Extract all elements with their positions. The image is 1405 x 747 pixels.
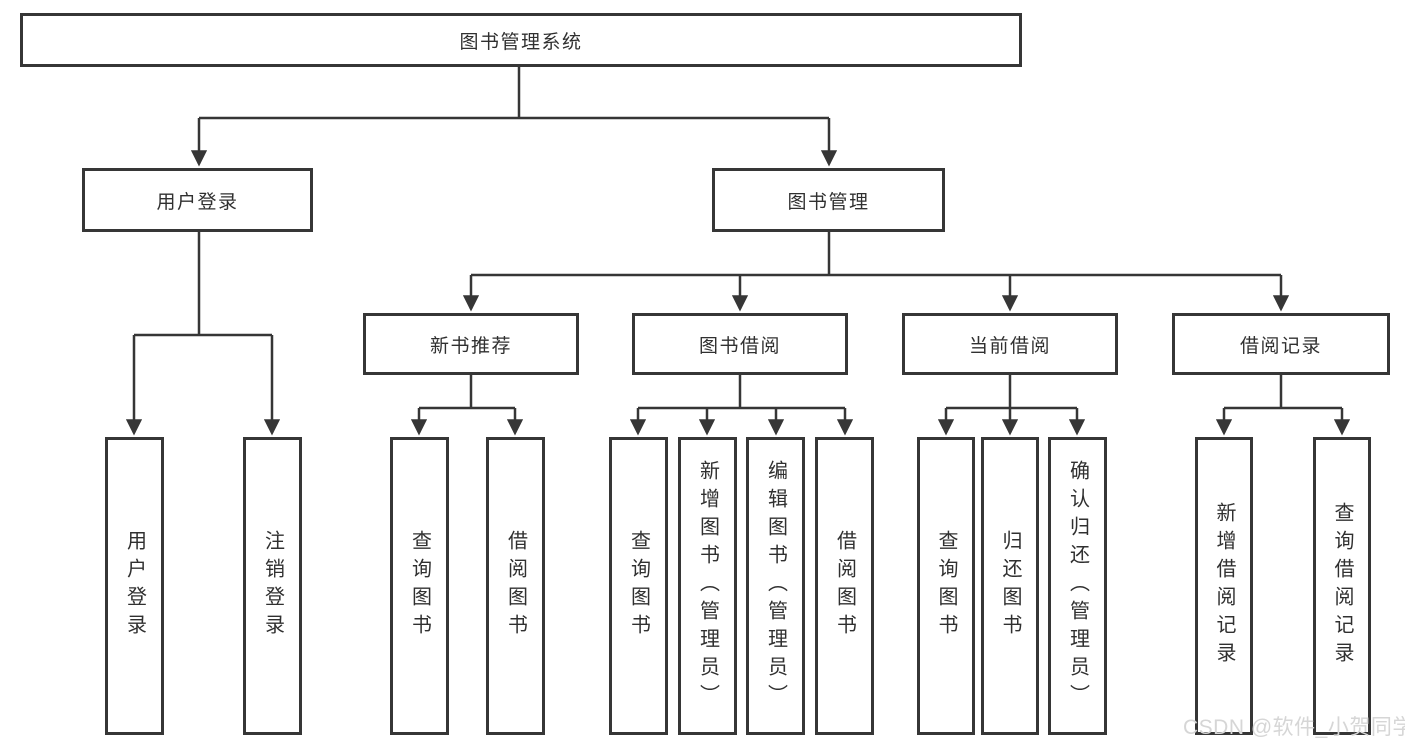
leaf-edit-books-admin: 编辑图书（管理员）	[746, 437, 805, 735]
node-book-borrowing: 图书借阅	[632, 313, 848, 375]
leaf-add-books-admin: 新增图书（管理员）	[678, 437, 737, 735]
node-user-login: 用户登录	[82, 168, 313, 232]
leaf-return-books: 归还图书	[981, 437, 1039, 735]
watermark: CSDN @软件_小贺同学	[1183, 716, 1405, 739]
leaf-query-borrow-record: 查询借阅记录	[1313, 437, 1371, 735]
node-book-management: 图书管理	[712, 168, 945, 232]
leaf-query-books-current: 查询图书	[917, 437, 975, 735]
leaf-add-borrow-record: 新增借阅记录	[1195, 437, 1253, 735]
leaf-query-books-borrow: 查询图书	[609, 437, 668, 735]
leaf-confirm-return-admin: 确认归还（管理员）	[1048, 437, 1107, 735]
leaf-logout: 注销登录	[243, 437, 302, 735]
node-current-borrowing: 当前借阅	[902, 313, 1118, 375]
node-borrowing-records: 借阅记录	[1172, 313, 1390, 375]
node-new-book-recommendation: 新书推荐	[363, 313, 579, 375]
leaf-user-login: 用户登录	[105, 437, 164, 735]
leaf-query-books-recommend: 查询图书	[390, 437, 449, 735]
leaf-borrow-books-borrow: 借阅图书	[815, 437, 874, 735]
node-root: 图书管理系统	[20, 13, 1022, 67]
leaf-borrow-books-recommend: 借阅图书	[486, 437, 545, 735]
